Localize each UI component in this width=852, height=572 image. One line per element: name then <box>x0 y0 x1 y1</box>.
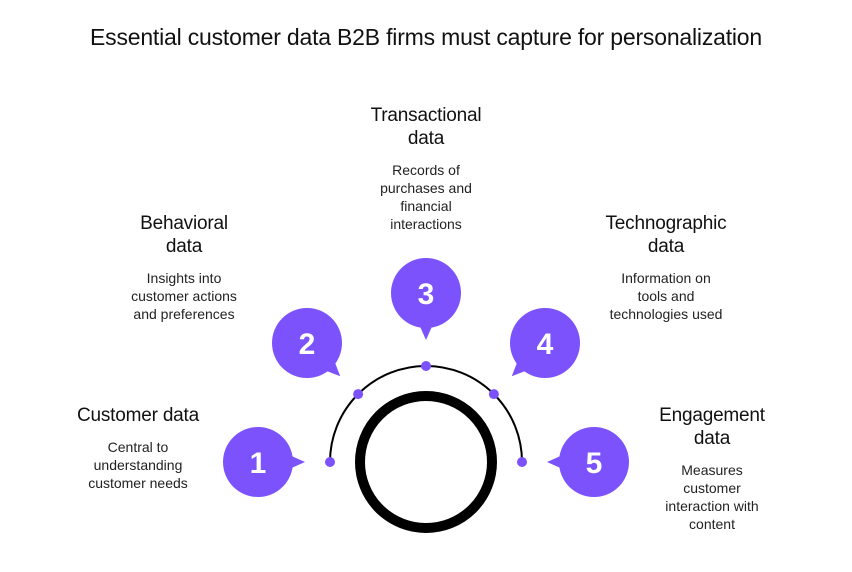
bubble-number: 1 <box>250 447 267 480</box>
bubble-pointer <box>547 454 565 470</box>
item-2-description: Insights into customer actions and prefe… <box>131 270 237 322</box>
item-2-heading: Behavioral data <box>140 213 228 257</box>
bubble-pointer <box>287 454 305 470</box>
bubble-circle <box>223 427 293 497</box>
number-bubble-2: 2 <box>272 308 342 378</box>
item-4-text: Technographic data Information on tools … <box>576 212 756 323</box>
arc-dot-3 <box>421 361 431 371</box>
arc-dot-1 <box>325 457 335 467</box>
bubble-circle <box>391 258 461 328</box>
bubble-pointer <box>321 357 341 377</box>
bubble-circle <box>559 427 629 497</box>
bubble-number: 5 <box>586 447 603 480</box>
arc-dot-5 <box>517 457 527 467</box>
center-ring <box>355 391 497 533</box>
item-1-description: Central to understanding customer needs <box>88 439 188 491</box>
bubble-pointer <box>511 357 531 377</box>
number-bubble-3: 3 <box>391 258 461 340</box>
item-2-text: Behavioral data Insights into customer a… <box>94 212 274 323</box>
bubble-circle <box>510 308 580 378</box>
item-4-heading: Technographic data <box>605 213 727 257</box>
bubble-pointer <box>418 322 434 340</box>
bubble-number: 4 <box>537 328 554 361</box>
number-bubble-5: 5 <box>547 427 629 497</box>
number-bubble-4: 4 <box>510 308 580 378</box>
item-3-description: Records of purchases and financial inter… <box>380 162 472 232</box>
item-3-heading: Transactional data <box>370 105 482 149</box>
number-bubble-1: 1 <box>223 427 305 497</box>
item-5-heading: Engagement data <box>659 405 765 449</box>
item-1-text: Customer data Central to understanding c… <box>48 404 228 492</box>
item-5-description: Measures customer interaction with conte… <box>665 462 759 532</box>
diagram-title: Essential customer data B2B firms must c… <box>90 24 762 50</box>
bubble-number: 3 <box>418 278 435 311</box>
item-3-text: Transactional data Records of purchases … <box>336 104 516 233</box>
arc-dot-4 <box>488 389 499 400</box>
arc-dot-2 <box>353 389 364 400</box>
item-5-text: Engagement data Measures customer intera… <box>622 404 802 533</box>
bubble-circle <box>272 308 342 378</box>
bubble-number: 2 <box>299 328 316 361</box>
item-1-heading: Customer data <box>76 405 199 426</box>
item-4-description: Information on tools and technologies us… <box>609 270 723 322</box>
